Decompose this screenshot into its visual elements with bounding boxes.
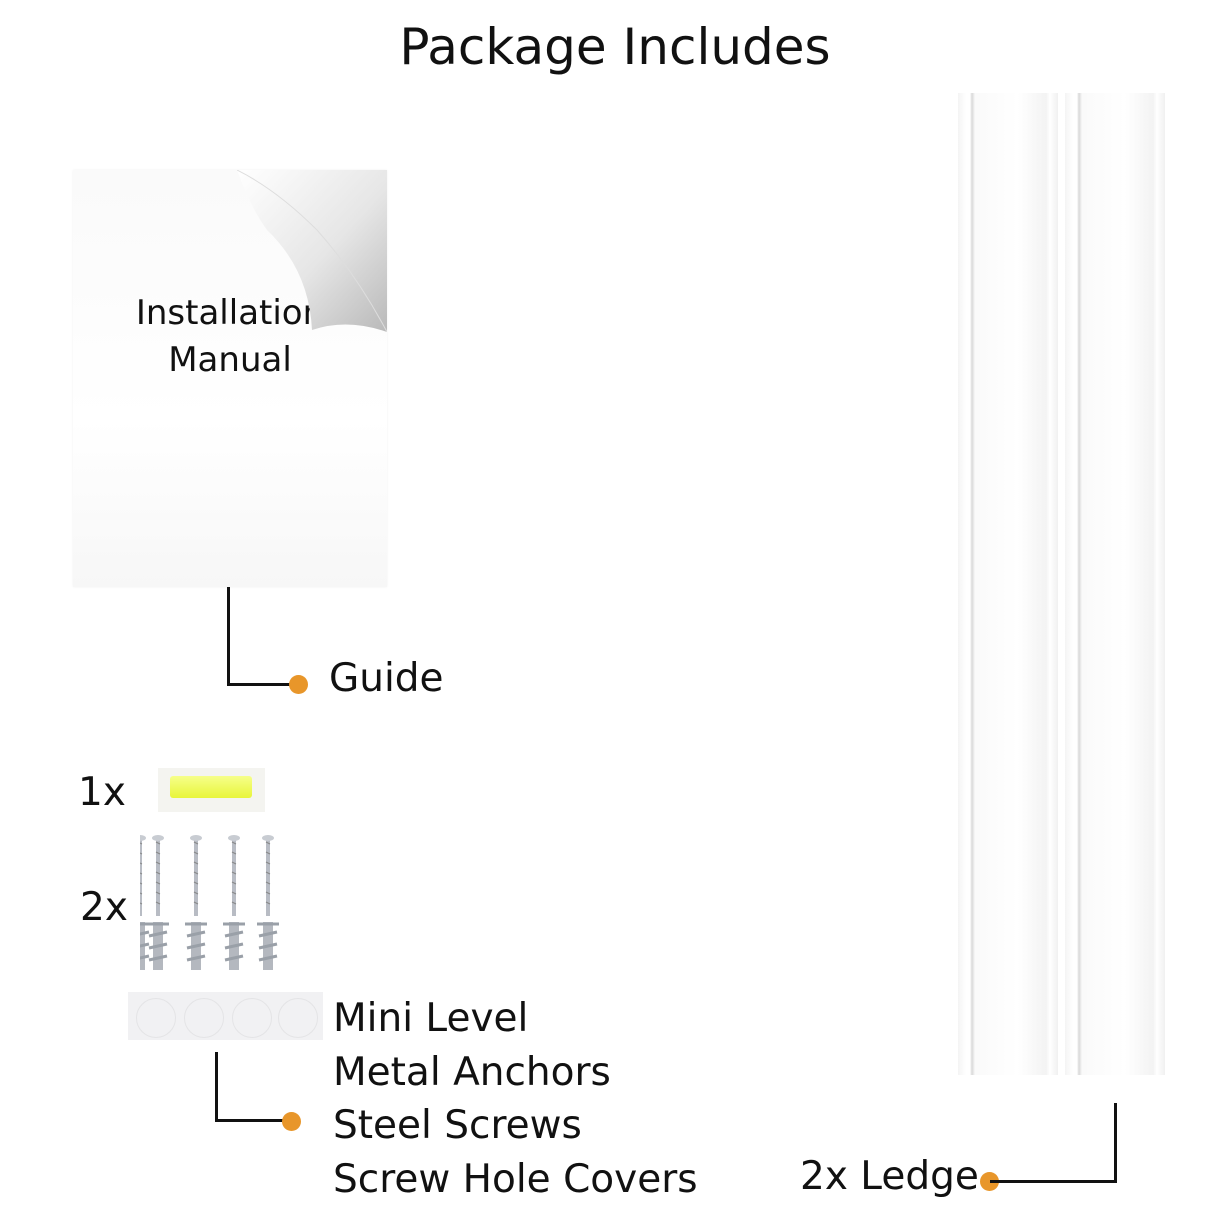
manual-title: Installation Manual (73, 290, 387, 384)
mini-level-image (158, 768, 265, 812)
screw-icon (140, 835, 146, 916)
guide-label: Guide (329, 656, 444, 701)
page-curl-icon (237, 170, 387, 332)
hardware-label-metal-anchors: Metal Anchors (333, 1050, 611, 1095)
hardware-quantity: 2x (80, 885, 128, 930)
installation-manual-image: Installation Manual (73, 170, 387, 587)
page-title: Package Includes (399, 18, 831, 76)
level-quantity: 1x (78, 770, 126, 815)
ledge-image (1065, 93, 1165, 1075)
cover-sticker (184, 998, 224, 1038)
guide-dot (289, 675, 308, 694)
guide-connector-line (227, 587, 230, 686)
hardware-label-mini-level: Mini Level (333, 996, 529, 1041)
ledge-image (958, 93, 1058, 1075)
manual-title-line1: Installation (135, 293, 325, 333)
manual-title-line2: Manual (168, 340, 292, 380)
hardware-label-screw-hole-covers: Screw Hole Covers (333, 1157, 698, 1202)
guide-connector-line (227, 683, 297, 686)
cover-sticker (278, 998, 318, 1038)
anchor-icon (140, 922, 151, 970)
ledge-label: 2x Ledge (800, 1154, 979, 1199)
hardware-connector-line (215, 1119, 285, 1122)
ledge-connector-line (1114, 1103, 1117, 1183)
level-bubble (170, 776, 252, 798)
hardware-dot (282, 1112, 301, 1131)
cover-sticker (136, 998, 176, 1038)
ledge-dot (980, 1172, 999, 1191)
cover-sticker (232, 998, 272, 1038)
ledge-connector-line (990, 1180, 1117, 1183)
screw-hole-covers-image (128, 992, 323, 1040)
hardware-label-steel-screws: Steel Screws (333, 1103, 582, 1148)
hardware-connector-line (215, 1052, 218, 1122)
screws-and-anchors-image (140, 834, 281, 972)
